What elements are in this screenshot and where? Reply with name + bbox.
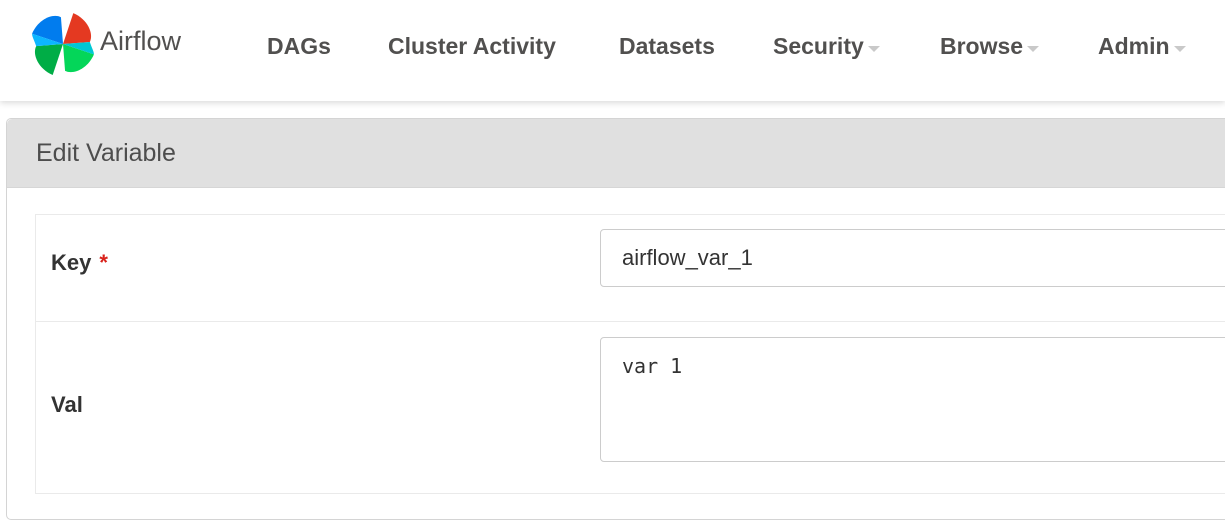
edit-form: Key * Val var 1 (35, 214, 1225, 494)
nav-security-dropdown[interactable]: Security (773, 33, 880, 60)
nav-label: DAGs (267, 33, 331, 59)
key-label-text: Key (51, 250, 92, 275)
airflow-logo-icon (30, 11, 96, 77)
val-textarea[interactable]: var 1 (600, 337, 1225, 462)
key-label: Key * (51, 250, 108, 276)
nav-label: Security (773, 33, 864, 59)
nav-browse-dropdown[interactable]: Browse (940, 33, 1040, 60)
top-navbar: Airflow DAGs Cluster Activity Datasets S… (0, 0, 1225, 101)
edit-variable-panel: Edit Variable Key * Val var 1 (6, 118, 1225, 520)
nav-datasets[interactable]: Datasets (619, 33, 715, 60)
form-row-key: Key * (36, 215, 1225, 322)
nav-label: Datasets (619, 33, 715, 59)
nav-admin-dropdown[interactable]: Admin (1098, 33, 1186, 60)
form-row-val: Val var 1 (36, 322, 1225, 494)
caret-down-icon (867, 45, 880, 52)
nav-label: Browse (940, 33, 1024, 59)
nav-dags[interactable]: DAGs (267, 33, 331, 60)
caret-down-icon (1027, 45, 1040, 52)
val-label: Val (51, 392, 83, 417)
key-input[interactable] (600, 229, 1225, 287)
brand-name: Airflow (100, 25, 182, 56)
panel-heading: Edit Variable (7, 119, 1225, 188)
brand-link[interactable]: Airflow (30, 11, 181, 77)
caret-down-icon (1173, 45, 1186, 52)
required-marker: * (99, 250, 108, 275)
page-title: Edit Variable (36, 139, 176, 167)
nav-cluster-activity[interactable]: Cluster Activity (388, 33, 556, 60)
nav-label: Cluster Activity (388, 33, 556, 59)
nav-label: Admin (1098, 33, 1170, 59)
